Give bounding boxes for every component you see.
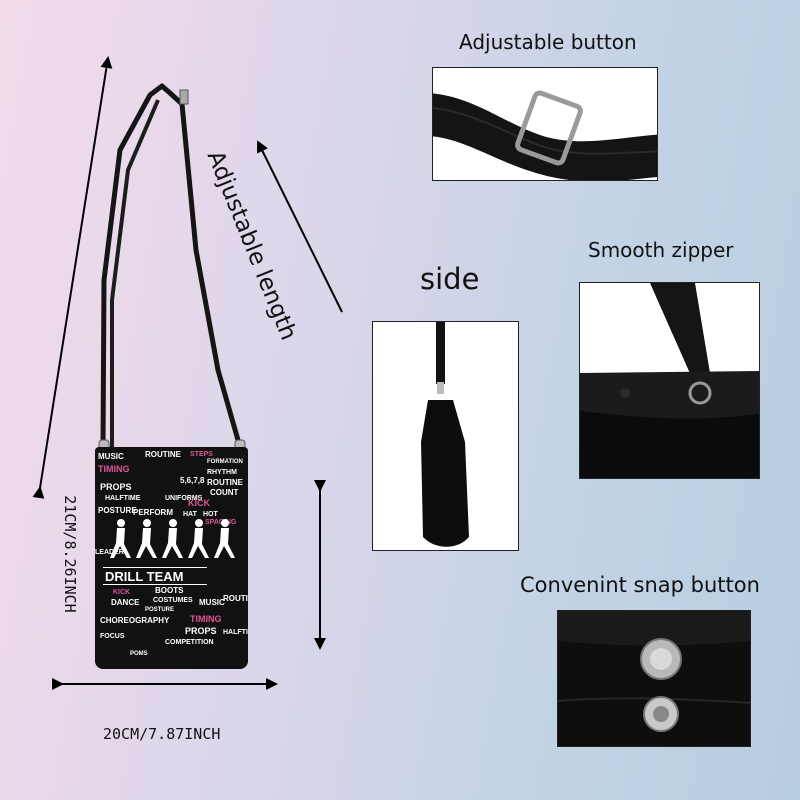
print-word: BOOTS (155, 586, 184, 595)
print-word: HALFTIME (223, 629, 248, 636)
print-word: COUNT (210, 488, 239, 497)
print-word: PERFORM (133, 508, 173, 517)
print-word: KICK (188, 498, 210, 508)
print-word: TIMING (98, 464, 130, 474)
print-word: TIMING (190, 614, 222, 624)
adjustable-length-arrow (257, 140, 343, 313)
print-word: KICK (113, 589, 131, 596)
print-word: ROUTINE (223, 594, 248, 603)
print-word: ROUTINE (207, 478, 243, 487)
adjustable-button-photo (432, 67, 658, 181)
print-word: 5,6,7,8 (180, 476, 205, 485)
print-word: SPACING (205, 519, 237, 526)
smooth-zipper-label: Smooth zipper (588, 238, 734, 262)
dancers-graphic (110, 519, 235, 558)
print-word: PROPS (100, 482, 132, 492)
print-word: MUSIC (199, 598, 225, 607)
bag-front: MUSIC ROUTINE STEPS FORMATION TIMING RHY… (95, 447, 248, 669)
print-word: COMPETITION (165, 639, 214, 646)
print-word: PROPS (185, 626, 217, 636)
width-dimension-label: 20CM/7.87INCH (103, 725, 221, 743)
print-word: HOT (203, 511, 218, 518)
bag-side-image (421, 322, 469, 547)
print-word: DANCE (111, 598, 140, 607)
print-word: POMS (130, 651, 148, 657)
print-word: HALFTIME (105, 495, 141, 502)
adjustable-button-label: Adjustable button (459, 30, 637, 54)
print-word: HAT (183, 511, 197, 518)
print-word: UNIFORMS (165, 495, 203, 502)
print-word: CHOREOGRAPHY (100, 616, 170, 625)
drill-team-banner: DRILL TEAM (103, 567, 207, 585)
print-word: COSTUMES (153, 597, 193, 604)
print-word: FOCUS (100, 633, 125, 640)
strap-length-arrow (32, 56, 113, 499)
snap-button-label: Convenint snap button (520, 573, 760, 597)
banner-text: DRILL TEAM (105, 569, 184, 584)
buckle-icon (515, 90, 583, 166)
strap-buckle-image (433, 90, 657, 180)
print-word: RHYTHM (207, 469, 237, 476)
print-word: ROUTINE (145, 450, 181, 459)
print-word: LEADER (95, 549, 124, 556)
print-word: FORMATION (207, 459, 243, 465)
print-word: POSTURE (98, 506, 137, 515)
snap-image (558, 611, 750, 746)
side-label: side (420, 262, 480, 296)
snap-button-photo (557, 610, 751, 747)
smooth-zipper-photo (579, 282, 760, 479)
print-word: MUSIC (98, 452, 124, 461)
zipper-image (580, 283, 759, 478)
print-word: STEPS (190, 451, 213, 458)
height-dimension-label: 21CM/8.26INCH (61, 495, 79, 613)
side-view-photo (372, 321, 519, 551)
print-word: POSTURE (145, 607, 175, 613)
shoulder-strap (98, 83, 246, 453)
